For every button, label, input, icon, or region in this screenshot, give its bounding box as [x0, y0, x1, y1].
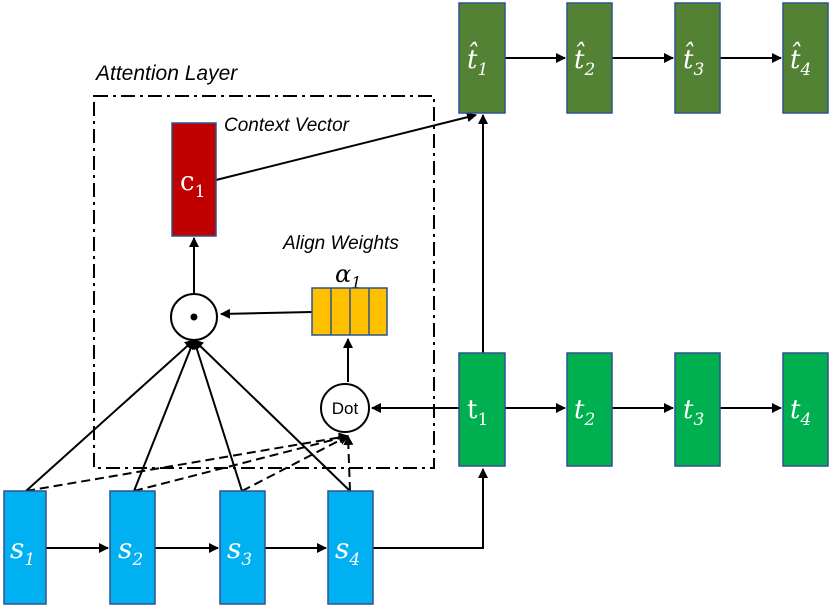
svg-text:•: • — [187, 304, 201, 332]
svg-text:s2: s2 — [118, 532, 143, 570]
alpha-symbol: α1 — [335, 260, 361, 292]
context-vector-label: Context Vector — [224, 115, 350, 136]
decoder-node-t1: t1 — [458, 352, 506, 467]
multiply-operator: • — [170, 293, 218, 341]
decoder-node-t3: t3 — [674, 352, 721, 467]
svg-text:s1: s1 — [10, 532, 35, 570]
encoder-node-s2: s2 — [109, 490, 156, 605]
svg-text:s3: s3 — [227, 532, 252, 570]
decoder-chain-arrows — [371, 114, 782, 413]
context-vector-node: c1 — [171, 122, 217, 237]
svg-text:c1: c1 — [180, 167, 205, 202]
svg-text:t4: t4 — [790, 395, 811, 430]
decoder-node-t4: t4 — [782, 352, 829, 467]
attention-layer-title: Attention Layer — [94, 62, 238, 85]
encoder-chain-arrows — [46, 468, 488, 553]
svg-text:t̂4: t̂4 — [790, 41, 811, 80]
attention-layer-frame — [93, 95, 435, 469]
dot-product-operator: Dot — [320, 383, 370, 433]
svg-text:t3: t3 — [683, 395, 704, 430]
output-node-t4-hat: t̂4 — [782, 2, 829, 114]
encoder-to-dot-dashed-arrows — [25, 432, 354, 492]
svg-text:t1: t1 — [467, 395, 488, 430]
output-node-t1-hat: t̂1 — [458, 2, 506, 114]
align-weights-vector — [311, 287, 388, 336]
decoder-node-t2: t2 — [566, 352, 613, 467]
svg-text:s4: s4 — [335, 532, 360, 570]
align-weights-label: Align Weights — [282, 233, 399, 254]
svg-text:t̂3: t̂3 — [683, 41, 704, 80]
svg-text:t̂2: t̂2 — [574, 41, 595, 80]
svg-text:t2: t2 — [574, 395, 595, 430]
svg-text:Dot: Dot — [332, 399, 359, 418]
output-node-t2-hat: t̂2 — [566, 2, 613, 114]
svg-text:t̂1: t̂1 — [467, 41, 488, 80]
encoder-node-s3: s3 — [219, 490, 266, 605]
encoder-node-s1: s1 — [3, 490, 47, 605]
encoder-node-s4: s4 — [327, 490, 374, 605]
output-node-t3-hat: t̂3 — [674, 2, 721, 114]
